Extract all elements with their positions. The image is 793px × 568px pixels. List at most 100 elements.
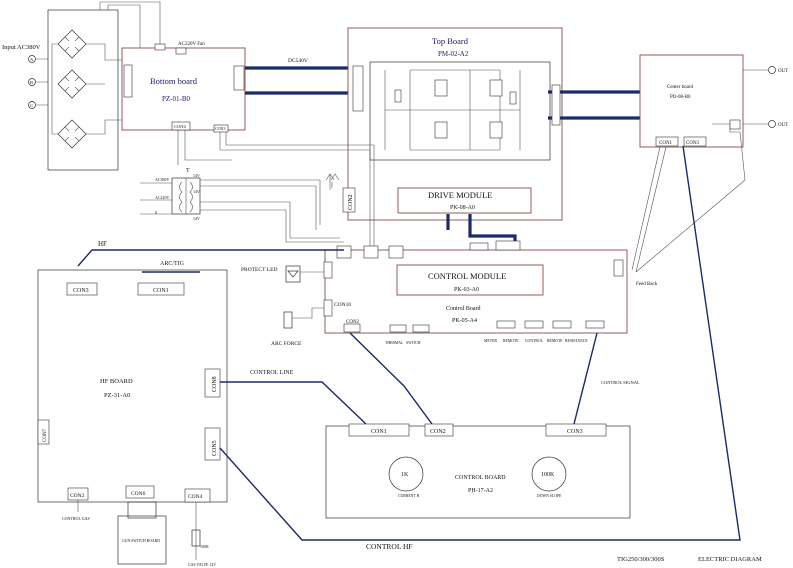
hf-con7 bbox=[37, 419, 50, 445]
transformer: T AC380V AC220V 0 14V 14V 14V bbox=[140, 130, 375, 248]
panel-con1 bbox=[348, 423, 410, 437]
panel-con3 bbox=[545, 423, 607, 437]
bridge-rectifier-2 bbox=[57, 69, 87, 99]
bottom-board-title: Bottom board bbox=[150, 76, 198, 86]
drive-module: DRIVE MODULE PK-08-A0 bbox=[397, 187, 532, 246]
fan-label: AC220V Fan bbox=[178, 42, 205, 47]
center-board: Center board PD-08-B0 CON1 CON3 OUT OUT bbox=[631, 54, 788, 273]
protect-led-label: PROTECT LED bbox=[241, 267, 277, 273]
center-con3 bbox=[683, 136, 707, 147]
bottom-board-input-connector bbox=[123, 64, 133, 98]
panel-board-box bbox=[325, 425, 631, 519]
hf-board-box bbox=[37, 269, 228, 503]
svg-text:CON2: CON2 bbox=[346, 320, 360, 325]
hf-con6 bbox=[125, 485, 155, 499]
hf-board-model: PZ-31-A0 bbox=[104, 392, 130, 399]
svg-text:14V: 14V bbox=[193, 216, 200, 221]
top-board-box bbox=[347, 27, 563, 221]
down-slope-knob bbox=[531, 456, 567, 492]
center-board-title: Center board bbox=[667, 85, 693, 90]
output-label-2: OUT bbox=[778, 123, 788, 128]
svg-text:CON4: CON4 bbox=[188, 494, 203, 500]
svg-text:REMOTE: REMOTE bbox=[503, 339, 519, 343]
svg-text:CON1: CON1 bbox=[659, 141, 673, 146]
control-board: CONTROL MODULE PK-03-A0 Control Board PK… bbox=[323, 240, 658, 385]
output-terminal-1 bbox=[768, 66, 776, 74]
svg-text:CON7: CON7 bbox=[43, 428, 48, 442]
panel-board-title: CONTROL BOARD bbox=[455, 475, 506, 481]
svg-text:GUN SWITCH BOARD: GUN SWITCH BOARD bbox=[122, 539, 160, 543]
control-signal-label: CONTROL SIGNAL bbox=[601, 380, 640, 385]
svg-text:RESISTANCE: RESISTANCE bbox=[565, 339, 588, 343]
phase-c-label: C bbox=[30, 103, 33, 108]
control-module-model: PK-03-A0 bbox=[454, 287, 479, 293]
bottom-con4 bbox=[171, 121, 191, 131]
phase-a-terminal bbox=[28, 55, 36, 63]
center-con1 bbox=[655, 136, 679, 147]
phase-b-terminal bbox=[28, 78, 36, 86]
svg-text:100K: 100K bbox=[200, 544, 209, 549]
control-module-box bbox=[396, 264, 544, 296]
footer-diagram: ELECTRIC DIAGRAM bbox=[698, 556, 762, 563]
output-label-1: OUT bbox=[778, 69, 788, 74]
control-module-title: CONTROL MODULE bbox=[428, 271, 506, 281]
top-board-title: Top Board bbox=[432, 36, 469, 46]
hf-label: HF bbox=[98, 240, 107, 248]
svg-text:AC220V: AC220V bbox=[155, 195, 170, 200]
inverter-circuit bbox=[369, 61, 551, 161]
control-line-label: CONTROL LINE bbox=[250, 370, 294, 376]
svg-text:DOWN SLOPE: DOWN SLOPE bbox=[537, 494, 562, 498]
svg-text:THERMAL: THERMAL bbox=[385, 341, 404, 345]
hf-con3 bbox=[66, 282, 98, 296]
current-knob bbox=[388, 456, 424, 492]
feedback-label: Feed Back bbox=[636, 282, 658, 287]
hf-board-title: HF BOARD bbox=[100, 378, 133, 385]
panel-control-board: CON1 CON2 CON3 1K CURRENT B 100K DOWN SL… bbox=[325, 423, 631, 519]
control-wiring: CONTROL LINE CONTROL HF bbox=[219, 145, 741, 551]
hf-con4 bbox=[184, 488, 211, 503]
bridge-rectifier-1 bbox=[57, 29, 87, 59]
phase-c-terminal bbox=[28, 101, 36, 109]
transformer-label: T bbox=[186, 168, 190, 174]
svg-text:CON1: CON1 bbox=[371, 429, 387, 435]
svg-text:100K: 100K bbox=[541, 472, 555, 478]
svg-text:CONTROL: CONTROL bbox=[525, 339, 544, 343]
drive-module-box bbox=[397, 187, 532, 214]
control-board-con2 bbox=[343, 323, 361, 333]
control-board-model: PK-05-A4 bbox=[452, 318, 477, 324]
svg-text:CON8: CON8 bbox=[212, 376, 218, 392]
svg-text:REMOTE: REMOTE bbox=[547, 339, 563, 343]
panel-board-model: PH-17-A2 bbox=[468, 488, 493, 494]
con2-vertical: CON2 bbox=[325, 173, 356, 213]
top-board-model: PM-02-A2 bbox=[438, 50, 469, 58]
svg-text:CON3: CON3 bbox=[686, 141, 700, 146]
output-terminal-2 bbox=[768, 120, 776, 128]
svg-text:1K: 1K bbox=[401, 472, 409, 478]
hf-board: HF CON3 CON1 ARC/TIG HF BOARD PZ-31-A0 C… bbox=[37, 240, 344, 567]
svg-text:CON3: CON3 bbox=[567, 429, 583, 435]
svg-text:AC380V: AC380V bbox=[155, 177, 170, 182]
bottom-board-box bbox=[121, 47, 246, 131]
svg-text:14V: 14V bbox=[193, 173, 200, 178]
svg-text:14V: 14V bbox=[193, 189, 200, 194]
arc-tig-label: ARC/TIG bbox=[160, 261, 185, 267]
panel-con2 bbox=[424, 423, 454, 437]
svg-text:CON1: CON1 bbox=[153, 288, 169, 294]
svg-text:CON3: CON3 bbox=[73, 288, 89, 294]
svg-text:CON4: CON4 bbox=[174, 124, 187, 129]
input-section: Input AC380V A B C bbox=[2, 1, 161, 171]
con10-label: CON10 bbox=[334, 302, 351, 308]
control-gas-label: CONTROL GAS bbox=[62, 516, 90, 521]
control-board-title: Control Board bbox=[446, 306, 481, 312]
footer-model: TIG250/300/300S bbox=[617, 556, 665, 563]
bottom-con3 bbox=[213, 124, 229, 133]
dc-bus-label: DC540V bbox=[288, 58, 308, 64]
phase-b-label: B bbox=[30, 80, 33, 85]
svg-text:CON3: CON3 bbox=[215, 126, 225, 131]
top-board: Top Board PM-02-A2 bbox=[347, 27, 640, 221]
input-label: Input AC380V bbox=[2, 44, 41, 51]
svg-text:CON2: CON2 bbox=[430, 429, 446, 435]
svg-text:CON2: CON2 bbox=[70, 493, 85, 499]
arc-force-label: ARC FORCE bbox=[271, 341, 302, 347]
